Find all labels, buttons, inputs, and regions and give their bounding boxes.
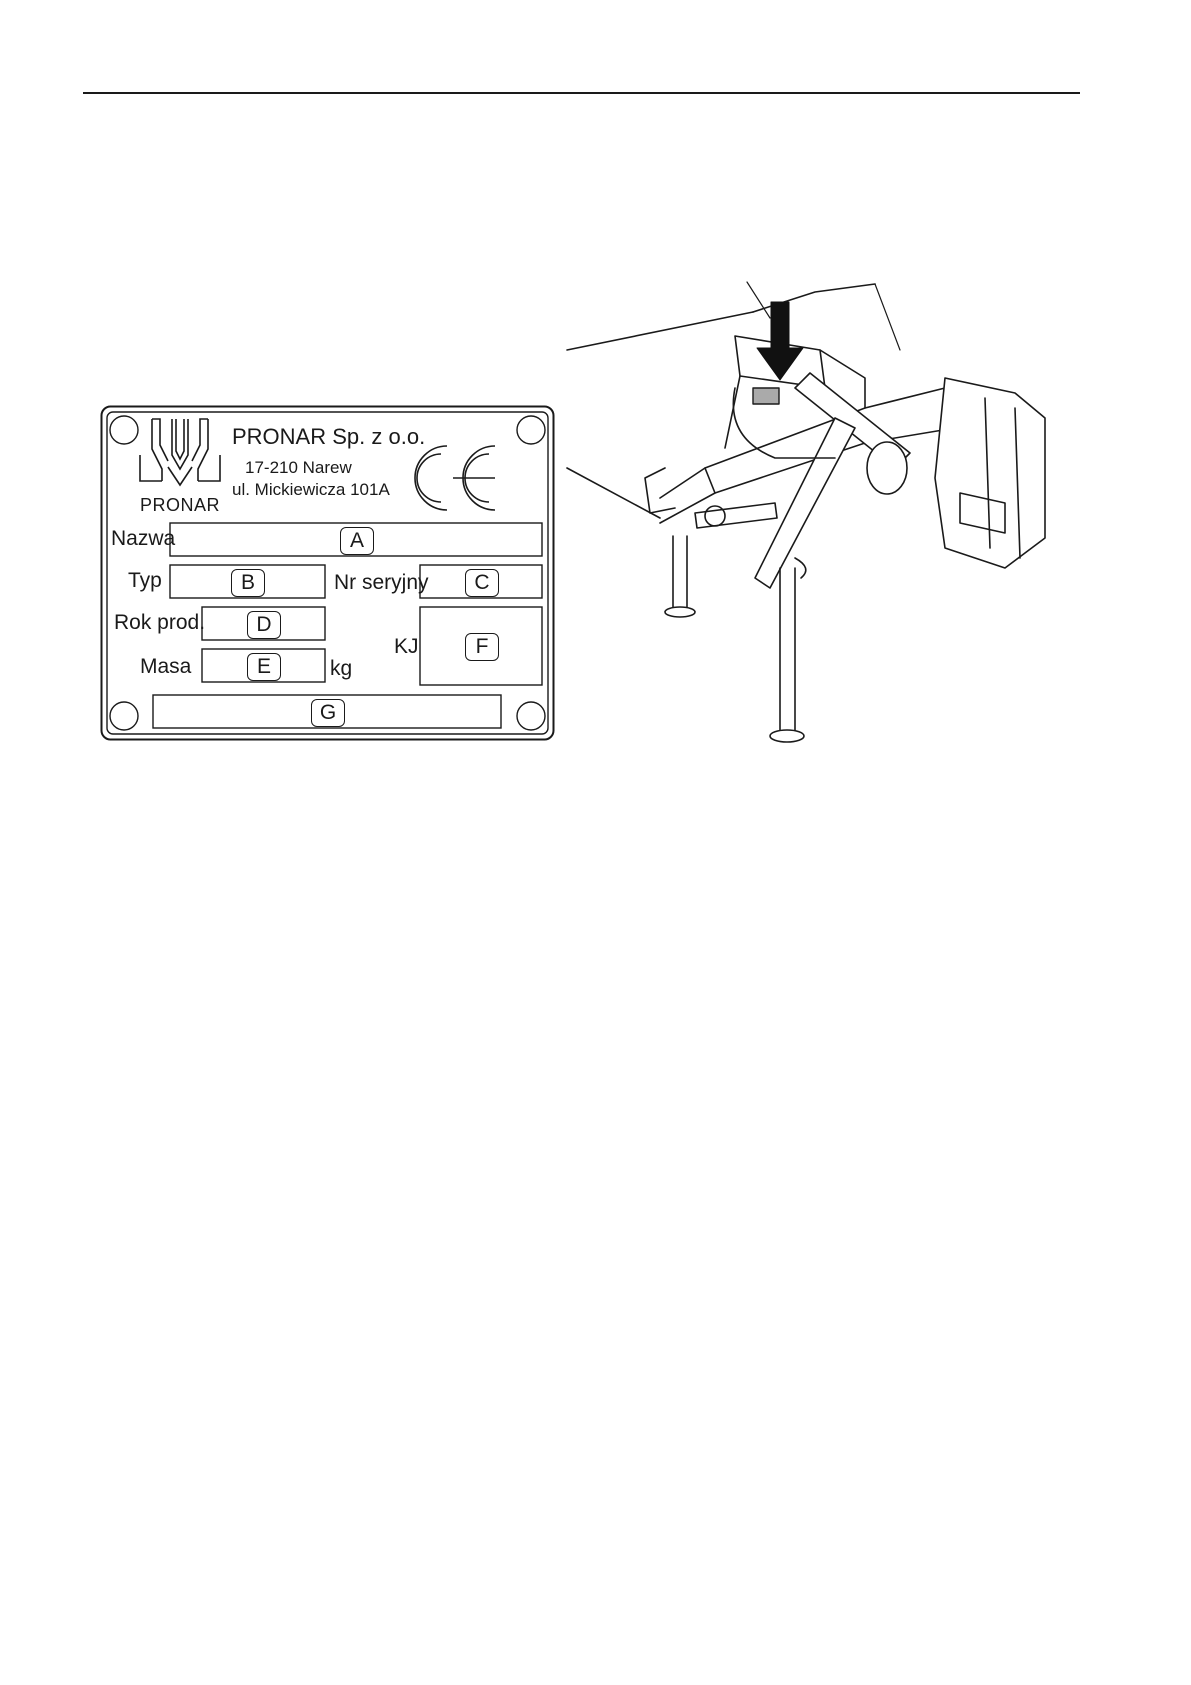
field-g-badge: G	[311, 699, 345, 727]
label-masa: Masa	[140, 655, 191, 679]
logo-wordmark: PRONAR	[140, 495, 220, 516]
machine-illustration	[565, 278, 1079, 750]
machine-drawing	[565, 278, 1079, 750]
field-c-badge: C	[465, 569, 499, 597]
field-b-badge: B	[231, 569, 265, 597]
label-typ: Typ	[128, 569, 162, 593]
field-f-badge: F	[465, 633, 499, 661]
nameplate-location-marker	[753, 388, 779, 404]
label-unit-kg: kg	[330, 657, 352, 681]
field-d-badge: D	[247, 611, 281, 639]
label-nazwa: Nazwa	[111, 527, 175, 551]
field-a-badge: A	[340, 527, 374, 555]
header-rule	[83, 92, 1080, 94]
label-rok-prod: Rok prod.	[114, 611, 205, 635]
label-kj: KJ	[394, 635, 419, 659]
company-street: ul. Mickiewicza 101A	[232, 480, 390, 500]
nameplate: PRONAR Sp. z o.o. 17-210 Narew ul. Micki…	[100, 405, 555, 741]
company-postcode: 17-210 Narew	[245, 458, 352, 478]
label-nr-seryjny: Nr seryjny	[334, 571, 429, 595]
field-e-badge: E	[247, 653, 281, 681]
company-name: PRONAR Sp. z o.o.	[232, 424, 425, 450]
